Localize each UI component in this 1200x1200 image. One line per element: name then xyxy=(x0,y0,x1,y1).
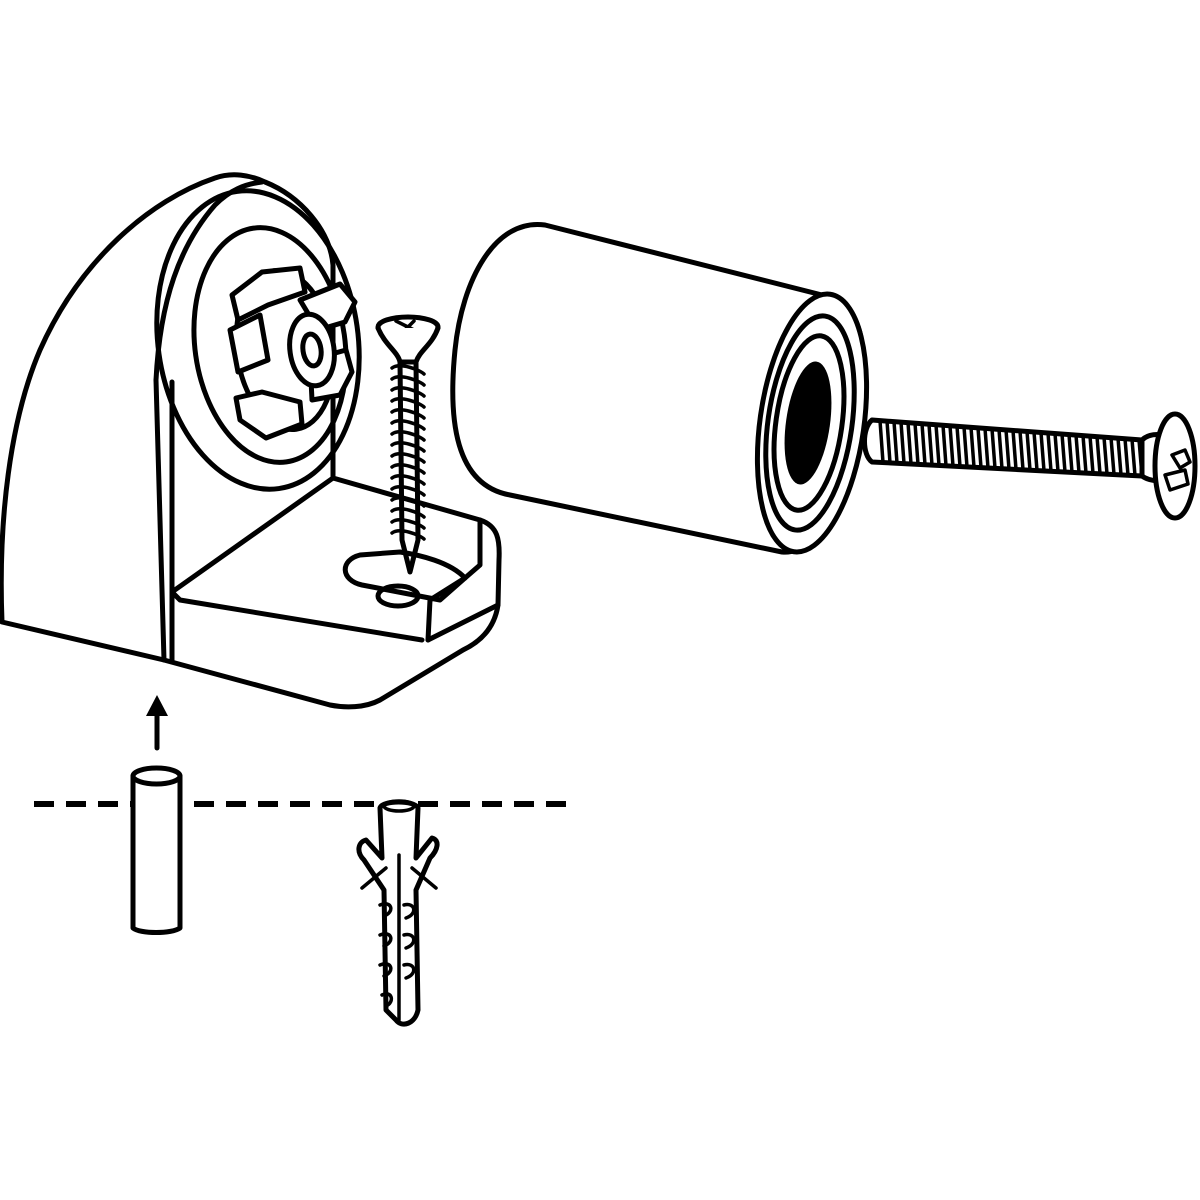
thread-turn xyxy=(892,419,899,465)
thread-turn xyxy=(390,507,426,519)
thread-turn xyxy=(1053,431,1060,474)
thread-turn xyxy=(927,422,934,467)
thread-turn xyxy=(899,420,906,466)
machine-screw xyxy=(862,411,1198,521)
thread-turn xyxy=(1095,434,1102,476)
thread-turn xyxy=(990,427,997,470)
thread-turn xyxy=(390,529,426,541)
thread-turn xyxy=(390,364,426,376)
thread-turn xyxy=(885,419,892,465)
thread-turn xyxy=(948,424,955,468)
thread-turn xyxy=(969,425,976,469)
thread-turn xyxy=(913,421,920,466)
thread-turn xyxy=(1102,435,1109,476)
thread-turn xyxy=(983,426,990,470)
thread-turn xyxy=(1018,429,1025,472)
thread-turn xyxy=(955,424,962,469)
rubber-bumper xyxy=(450,222,870,555)
thread-turn xyxy=(1123,436,1130,477)
thread-turn xyxy=(1046,431,1053,473)
thread-turn xyxy=(390,430,426,442)
wood-screw xyxy=(375,314,441,575)
thread-turn xyxy=(1025,429,1032,472)
dowel-pin xyxy=(130,765,183,935)
thread-turn xyxy=(941,423,948,468)
thread-turn xyxy=(1011,428,1018,472)
thread-turn xyxy=(390,496,426,508)
thread-turn xyxy=(1039,430,1046,473)
thread-turn xyxy=(390,485,426,497)
thread-turn xyxy=(934,422,941,468)
thread-turn xyxy=(1067,432,1074,474)
thread-turn xyxy=(1074,433,1081,475)
thread-turn xyxy=(1032,430,1039,473)
thread-turn xyxy=(1088,434,1095,476)
thread-turn xyxy=(390,518,426,530)
thread-turn xyxy=(390,375,426,387)
thread-turn xyxy=(1109,435,1116,477)
thread-turn xyxy=(1060,432,1067,474)
thread-turn xyxy=(390,474,426,486)
thread-turn xyxy=(920,421,927,467)
thread-turn xyxy=(390,452,426,464)
stopper-base xyxy=(0,172,502,710)
thread-turn xyxy=(906,420,913,466)
thread-turn xyxy=(976,426,983,470)
thread-turn xyxy=(390,463,426,475)
thread-turn xyxy=(390,397,426,409)
insert-arrow xyxy=(146,695,168,751)
thread-turn xyxy=(962,425,969,469)
thread-turn xyxy=(390,441,426,453)
thread-turn xyxy=(390,386,426,398)
thread-turn xyxy=(1004,428,1011,471)
thread-turn xyxy=(1130,437,1137,478)
thread-turn xyxy=(390,408,426,420)
thread-turn xyxy=(390,419,426,431)
thread-turn xyxy=(1116,436,1123,477)
wall-plug xyxy=(356,799,440,1027)
thread-turn xyxy=(1081,433,1088,475)
thread-turn xyxy=(878,418,885,465)
thread-turn xyxy=(997,427,1004,471)
